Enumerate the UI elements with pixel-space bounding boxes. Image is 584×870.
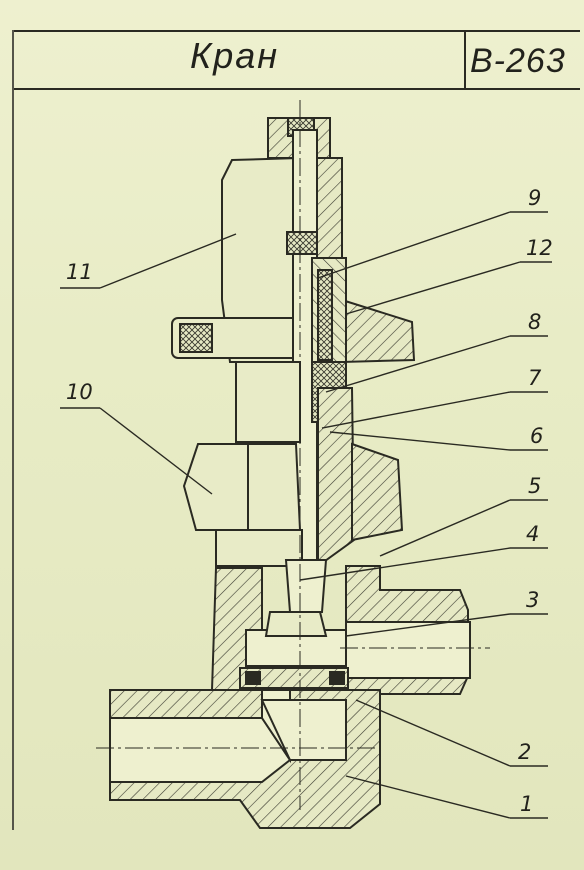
drawing-code: В-263 [470, 42, 566, 80]
callout-9: 9 [528, 186, 542, 210]
code-cell [464, 32, 580, 88]
drawing-title: Кран [190, 35, 280, 76]
callout-4: 4 [526, 522, 540, 546]
callout-11: 11 [66, 260, 93, 284]
callout-3: 3 [526, 588, 540, 612]
callout-7: 7 [528, 366, 542, 390]
title-block [14, 30, 580, 90]
callout-1: 1 [520, 792, 534, 816]
callout-10: 10 [66, 380, 93, 404]
callout-6: 6 [530, 424, 544, 448]
callout-5: 5 [528, 474, 542, 498]
callout-8: 8 [528, 310, 542, 334]
callout-2: 2 [518, 740, 532, 764]
frame-border [12, 30, 14, 830]
callout-12: 12 [526, 236, 553, 260]
